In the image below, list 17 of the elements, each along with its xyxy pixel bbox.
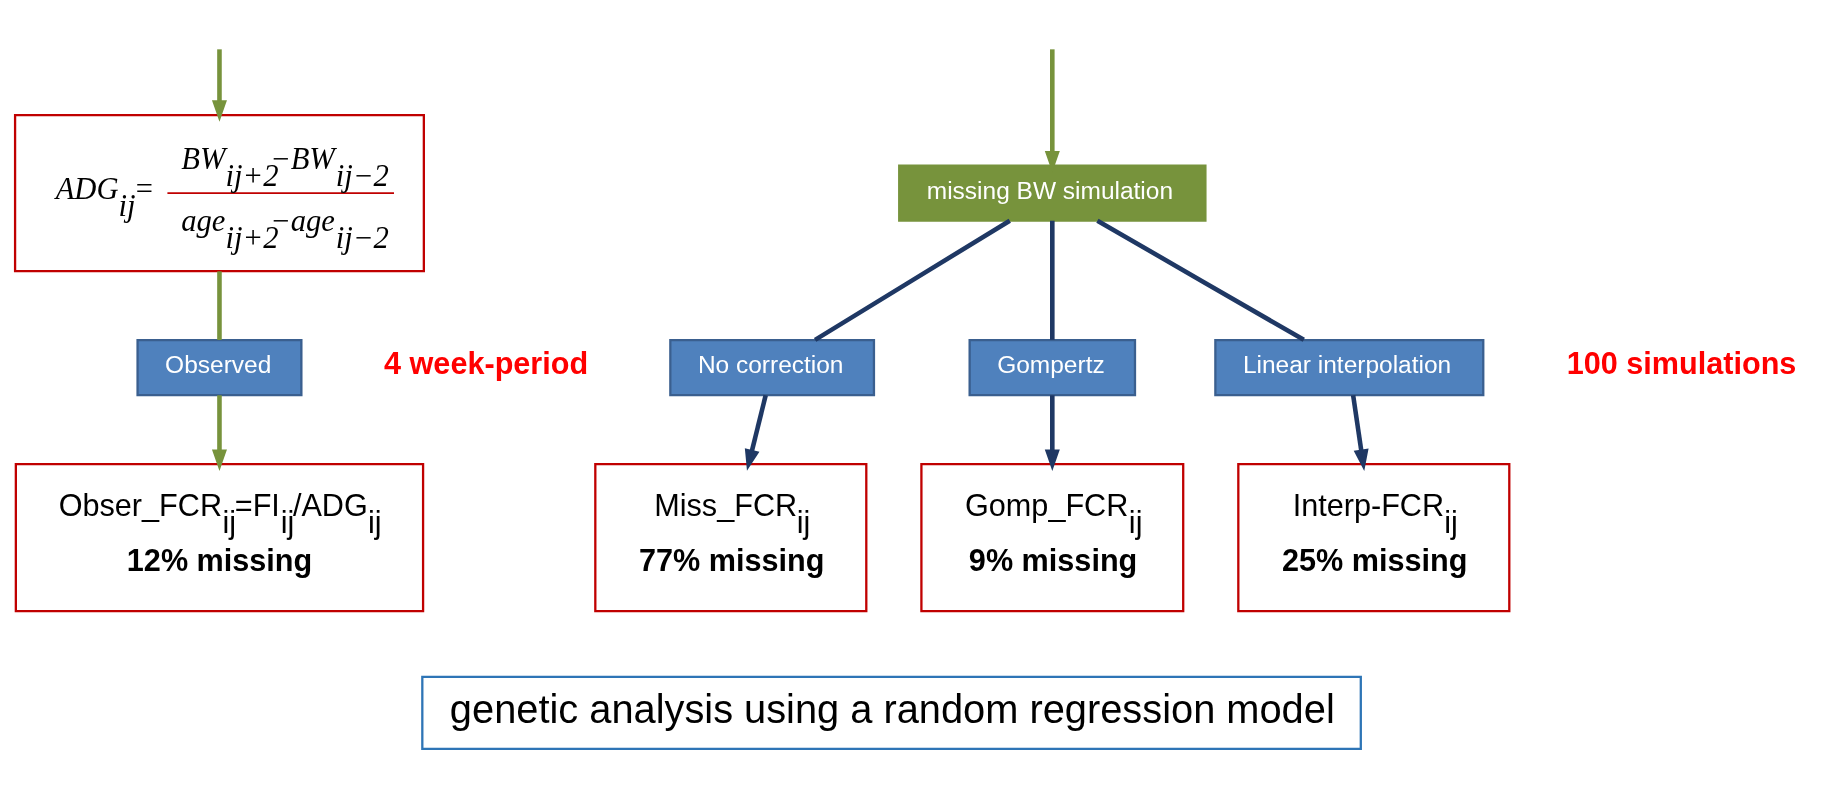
node-box: missing BW simulation (898, 163, 1207, 222)
arrow (744, 394, 768, 471)
node-box: No correction (669, 338, 876, 396)
node-box: Observed (136, 338, 303, 396)
node-box: genetic analysis using a random regression model (421, 675, 1362, 750)
label: 4 week-period (384, 345, 589, 380)
arrow (1350, 394, 1369, 471)
connector (813, 218, 1011, 342)
arrow (211, 394, 227, 471)
node-box: Linear interpolation (1214, 338, 1485, 396)
arrow (211, 48, 227, 122)
label: 100 simulations (1566, 345, 1797, 380)
connector (217, 270, 222, 340)
connector (1050, 220, 1055, 340)
connector (1096, 218, 1305, 342)
arrow (1044, 394, 1060, 471)
node-box: Gompertz (968, 338, 1137, 396)
